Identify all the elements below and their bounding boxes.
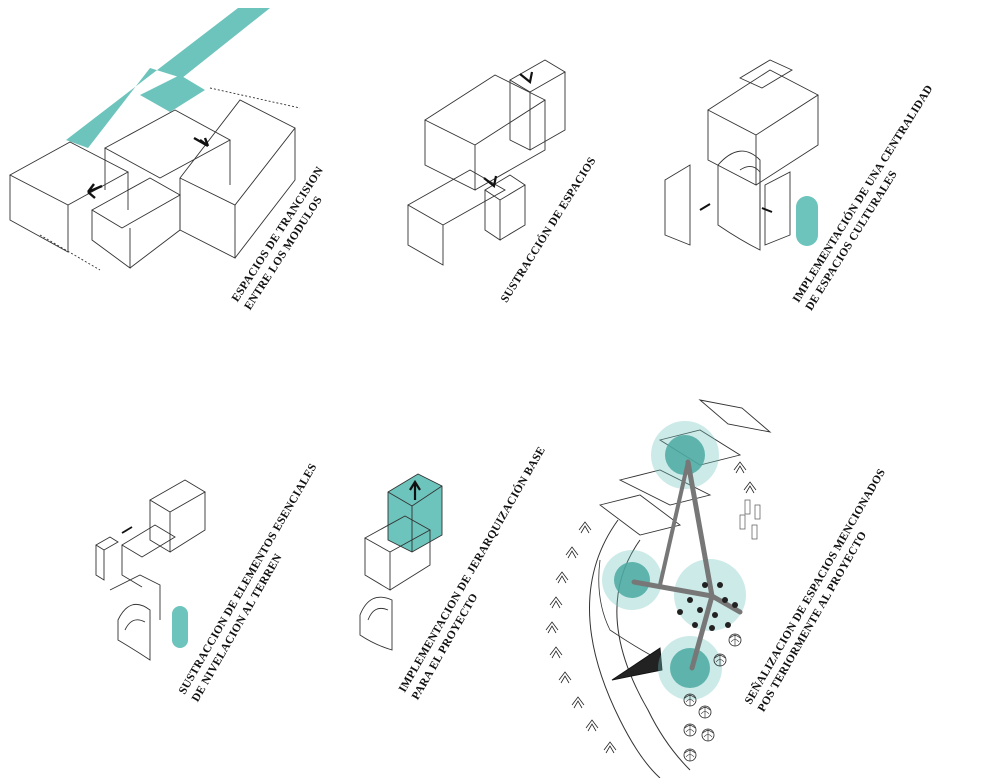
panel-6-site-plan bbox=[546, 400, 770, 778]
panel-4-leveling bbox=[96, 480, 205, 660]
arrow-icon bbox=[762, 208, 772, 212]
cultural-cylinder-teal bbox=[796, 196, 818, 246]
arrow-icon bbox=[88, 184, 102, 198]
panel-3-central-cultural bbox=[665, 60, 818, 250]
arrow-icon bbox=[122, 527, 132, 533]
arrow-icon bbox=[194, 138, 208, 146]
panel-1-transition-spaces bbox=[10, 8, 300, 270]
arrow-icon bbox=[700, 204, 710, 210]
cylinder-teal bbox=[172, 606, 188, 648]
transition-path-teal bbox=[66, 8, 270, 148]
panel-5-hierarchy bbox=[360, 474, 442, 650]
